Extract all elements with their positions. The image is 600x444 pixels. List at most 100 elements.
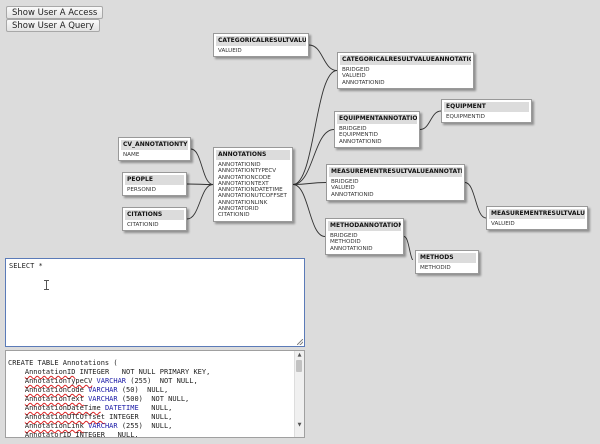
table-header: METHODANNOTATIONS xyxy=(328,221,401,231)
table-field: VALUEID xyxy=(218,48,242,54)
table-field: METHODID xyxy=(330,239,361,246)
table-cv-annotationtype[interactable]: CV_ANNOTATIONTYPE NAME xyxy=(118,137,191,162)
ddl-text-segment xyxy=(8,368,25,376)
table-field: PERSONID xyxy=(127,187,156,193)
relationship-line xyxy=(186,184,214,220)
ddl-text-segment: (255) NULL, xyxy=(117,422,173,430)
table-header: ANNOTATIONS xyxy=(216,150,290,160)
ddl-identifier: AnnotationUTCOffset xyxy=(24,413,105,421)
show-user-a-access-button[interactable]: Show User A Access xyxy=(6,6,104,19)
table-categoricalresultvalues[interactable]: CATEGORICALRESULTVALUES VALUEID xyxy=(213,33,309,58)
table-field: EQUIPMENTID xyxy=(446,114,485,120)
ddl-line: AnnotationCode VARCHAR (50) NULL, xyxy=(8,386,292,395)
table-field: ANNOTATIONID xyxy=(339,138,382,145)
table-field: ANNOTATIONCODE xyxy=(218,174,271,181)
scroll-down-icon[interactable]: ▼ xyxy=(297,422,302,428)
ddl-text-segment xyxy=(8,395,25,403)
ddl-text-segment: NULL, xyxy=(138,404,173,412)
relationship-line xyxy=(308,44,338,71)
table-field: ANNOTATIONID xyxy=(342,79,385,86)
ddl-panel[interactable]: CREATE TABLE Annotations ( AnnotationID … xyxy=(5,350,305,438)
ddl-text-segment xyxy=(8,377,25,385)
ddl-identifier: AnnotationID xyxy=(24,368,76,376)
table-field: VALUEID xyxy=(342,73,366,80)
ddl-identifier: AnnotatorID xyxy=(24,431,72,438)
table-field: BRIDGEID xyxy=(342,67,370,73)
ddl-type-keyword: VARCHAR xyxy=(88,395,118,403)
table-header: CV_ANNOTATIONTYPE xyxy=(121,140,188,150)
table-header: CATEGORICALRESULTVALUEANNOTATIONS xyxy=(340,55,471,65)
ddl-text-segment: CREATE TABLE Annotations ( xyxy=(8,359,118,367)
ddl-line: AnnotationUTCOffset INTEGER NULL, xyxy=(8,413,292,422)
table-field: BRIDGEID xyxy=(339,126,367,132)
ddl-identifier: AnnotationDateTime xyxy=(24,404,101,412)
ddl-text-segment: (500) NOT NULL, xyxy=(117,395,190,403)
ddl-text-segment xyxy=(8,413,25,421)
table-field-list: VALUEID xyxy=(214,46,308,56)
ddl-text-segment: INTEGER NULL, xyxy=(71,431,139,438)
relationship-line xyxy=(419,110,442,130)
relationship-line xyxy=(464,182,487,219)
relationship-line xyxy=(292,129,335,185)
table-field: ANNOTATIONUTCOFFSET xyxy=(218,193,287,200)
table-measurementresultvalueannotations[interactable]: MEASUREMENTRESULTVALUEANNOTATIONSBRIDGEI… xyxy=(326,164,465,201)
table-field: METHODID xyxy=(420,265,451,271)
table-field-list: PERSONID xyxy=(123,185,186,195)
ddl-line: AnnotationText VARCHAR (500) NOT NULL, xyxy=(8,395,292,404)
table-field-list: EQUIPMENTID xyxy=(442,112,531,122)
table-measurementresultvalues[interactable]: MEASUREMENTRESULTVALUES VALUEID xyxy=(486,206,588,231)
ddl-identifier: AnnotationText xyxy=(24,395,84,403)
show-user-a-query-button[interactable]: Show User A Query xyxy=(6,19,101,32)
ddl-line: CREATE TABLE Annotations ( xyxy=(8,359,292,368)
table-equipment[interactable]: EQUIPMENT EQUIPMENTID xyxy=(441,99,532,124)
ddl-text-segment: (255) NOT NULL, xyxy=(126,377,198,385)
query-editor[interactable]: SELECT * xyxy=(5,258,305,347)
ddl-text-segment xyxy=(8,386,25,394)
table-field: ANNOTATIONID xyxy=(331,191,374,198)
scroll-up-icon[interactable]: ▲ xyxy=(297,352,302,358)
text-cursor-icon xyxy=(44,280,49,290)
table-header: CITATIONS xyxy=(125,210,184,220)
relationship-line xyxy=(403,236,414,260)
relationship-lines xyxy=(186,44,487,260)
table-header: EQUIPMENT xyxy=(444,102,529,112)
relationship-line xyxy=(292,182,327,185)
table-equipmentannotations[interactable]: EQUIPMENTANNOTATIONSBRIDGEIDEQUIPMENTIDA… xyxy=(334,111,420,148)
ddl-text-segment xyxy=(8,404,25,412)
ddl-scrollbar[interactable]: ▲ ▼ xyxy=(294,351,304,437)
ddl-line: AnnotationID INTEGER NOT NULL PRIMARY KE… xyxy=(8,368,292,377)
ddl-text: CREATE TABLE Annotations ( AnnotationID … xyxy=(8,359,292,438)
ddl-identifier: AnnotationLink xyxy=(24,422,84,430)
ddl-type-keyword: DATETIME xyxy=(104,404,139,412)
table-field: EQUIPMENTID xyxy=(339,132,378,139)
table-field-list: CITATIONID xyxy=(123,220,186,230)
ddl-type-keyword: VARCHAR xyxy=(96,377,127,385)
ddl-text-segment: (50) NULL, xyxy=(117,386,169,394)
ddl-line: AnnotationDateTime DATETIME NULL, xyxy=(8,404,292,413)
ddl-identifier: AnnotationTypeCV xyxy=(24,377,93,385)
scroll-thumb[interactable] xyxy=(296,360,302,372)
table-header: CATEGORICALRESULTVALUES xyxy=(216,36,306,46)
query-text[interactable]: SELECT * xyxy=(9,262,43,270)
table-field-list: VALUEID xyxy=(487,219,587,229)
table-field: VALUEID xyxy=(491,221,515,227)
table-header: MEASUREMENTRESULTVALUES xyxy=(489,209,585,219)
table-field: ANNOTATIONID xyxy=(218,162,261,168)
table-field: VALUEID xyxy=(331,185,355,192)
ddl-text-segment: INTEGER NULL, xyxy=(104,413,173,421)
table-field-list: NAME xyxy=(119,150,190,160)
resize-grip-icon[interactable] xyxy=(297,339,303,345)
table-field: CITATIONID xyxy=(218,212,250,219)
ddl-line: AnnotatorID INTEGER NULL, xyxy=(8,431,292,438)
table-field: NAME xyxy=(123,152,140,158)
table-field: BRIDGEID xyxy=(331,179,359,185)
